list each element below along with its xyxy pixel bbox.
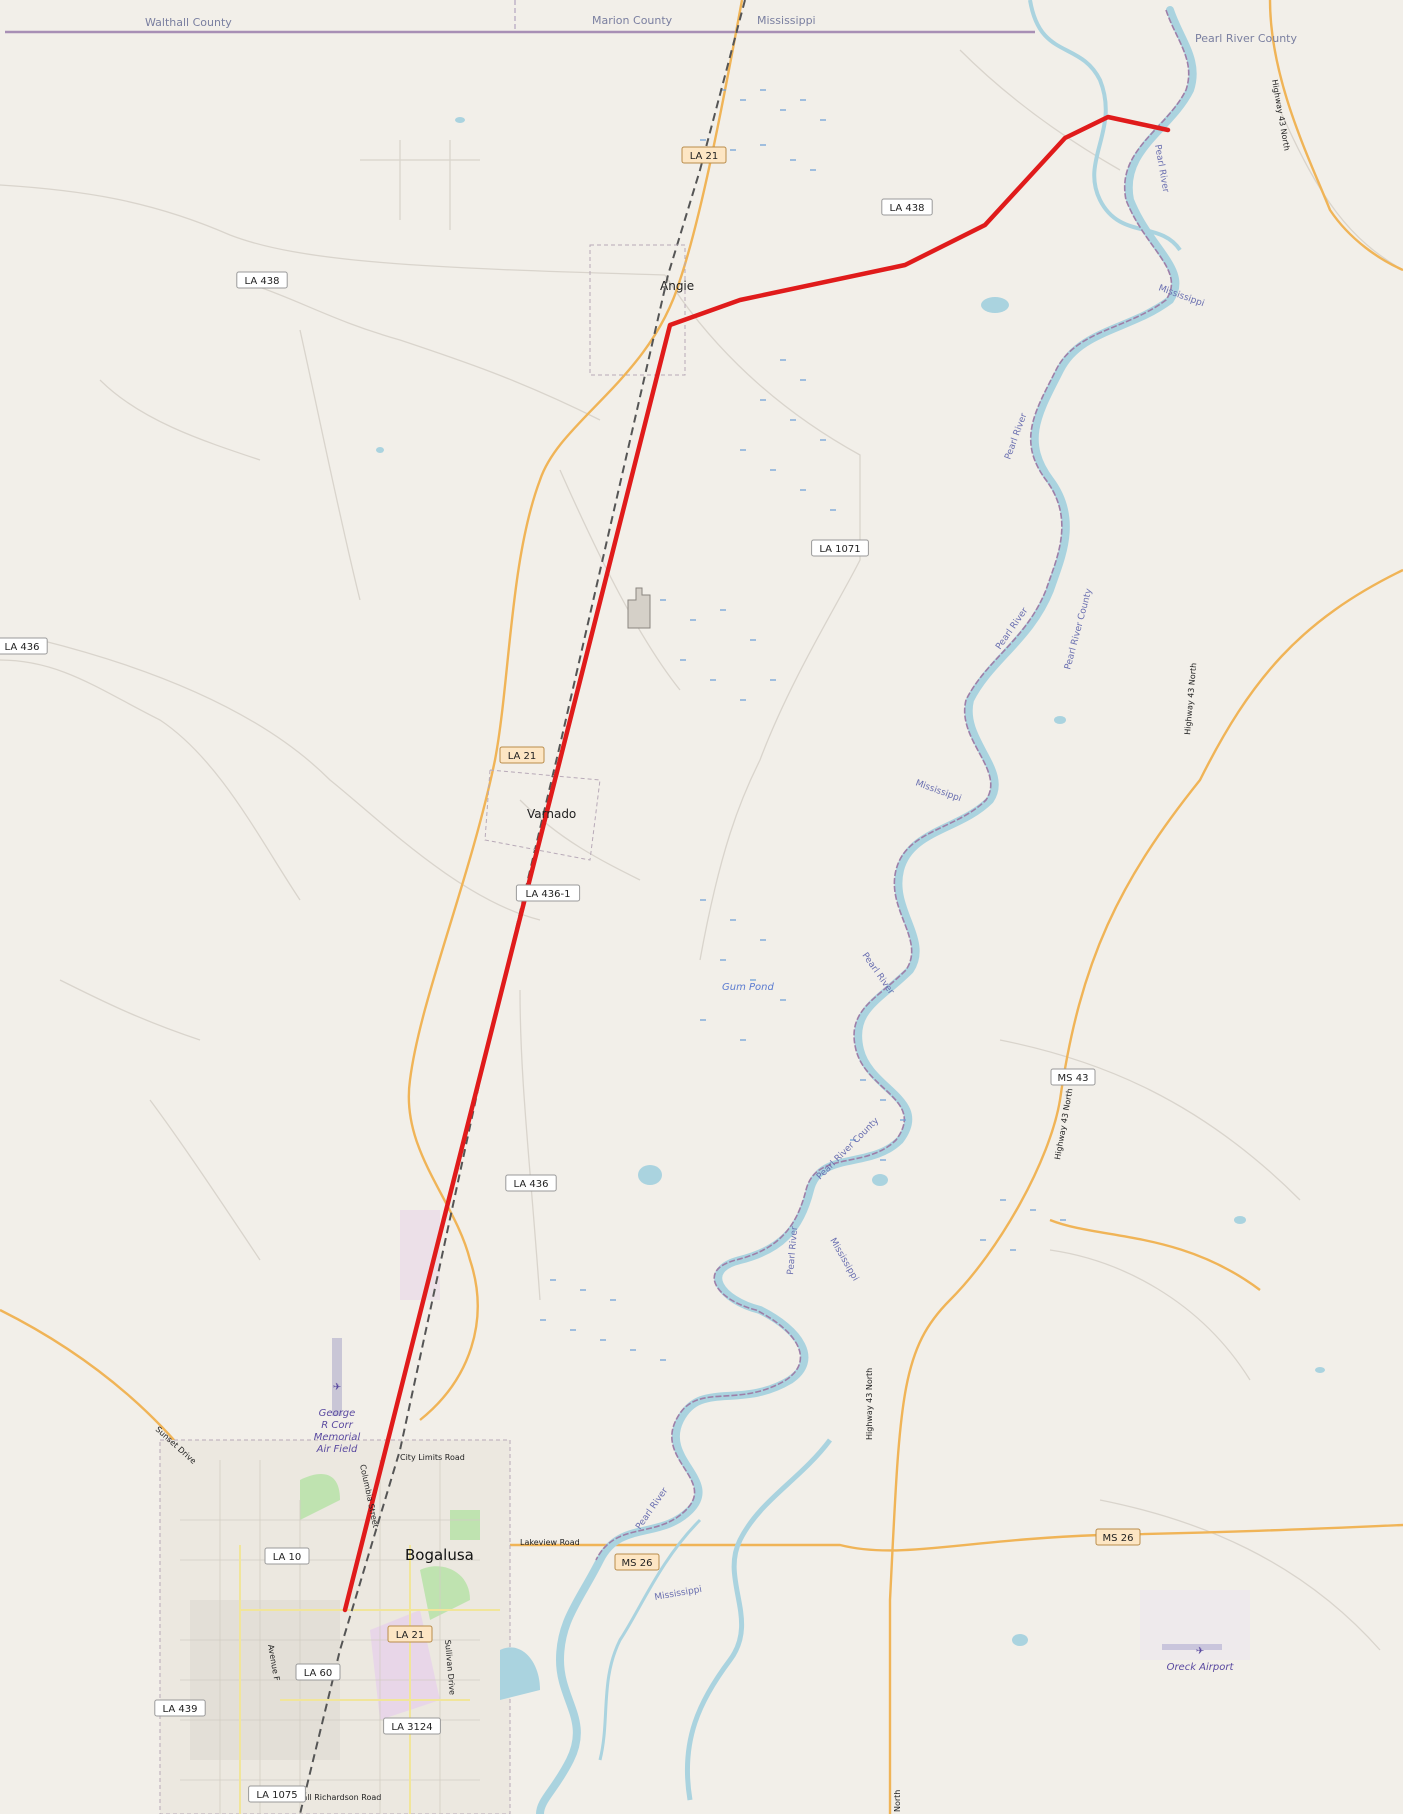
route-shield-label: LA 436-1: [526, 889, 571, 900]
svg-text:R Corr: R Corr: [321, 1420, 353, 1431]
airport-label-oreck: ✈ Oreck Airport: [1167, 1646, 1235, 1673]
place-label-varnado: Varnado: [527, 807, 576, 821]
route-shield-label: LA 438: [245, 276, 280, 287]
road-label-marshall-richardson: Marshall Richardson Road: [278, 1793, 381, 1802]
route-shield-label: MS 26: [1103, 1533, 1134, 1544]
route-shield-box: [499, 746, 545, 764]
route-shield-label: LA 3124: [391, 1722, 432, 1733]
route-shield: LA 439: [154, 1699, 206, 1717]
route-shield-box: [505, 1174, 557, 1192]
route-shield-box: [681, 146, 727, 164]
route-shield-label: LA 436: [5, 642, 40, 653]
airport-label-george-r-corr: ✈ George R Corr Memorial Air Field: [314, 1382, 361, 1455]
route-shield-box: [264, 1547, 310, 1565]
county-label-walthall: Walthall County: [145, 16, 232, 29]
route-shield-box: [295, 1663, 341, 1681]
route-shield-label: LA 436: [514, 1179, 549, 1190]
ponds: [376, 117, 1325, 1646]
building-icon: [627, 587, 651, 629]
county-label-marion: Marion County: [592, 14, 673, 27]
route-shield-box: [811, 539, 869, 557]
route-shield-box: [0, 637, 48, 655]
route-shield-label: LA 60: [304, 1668, 333, 1679]
route-shield: LA 438: [881, 198, 933, 216]
road-label-lakeview: Lakeview Road: [520, 1538, 580, 1547]
route-shield-box: [1050, 1068, 1096, 1086]
route-shield-label: MS 43: [1058, 1073, 1089, 1084]
route-shield: LA 10: [264, 1547, 310, 1565]
county-label-pearl-river: Pearl River County: [1195, 32, 1297, 45]
route-shield-box: [881, 198, 933, 216]
route-shield-label: LA 21: [508, 751, 537, 762]
route-shield-box: [383, 1717, 441, 1735]
wetland-marks: [540, 89, 1066, 1361]
route-shield: LA 436: [0, 637, 48, 655]
route-shield: LA 438: [236, 271, 288, 289]
river-channel: [598, 1518, 702, 1761]
route-shield: MS 26: [614, 1553, 660, 1571]
route-shield-label: LA 1071: [819, 544, 860, 555]
route-shield-label: MS 26: [622, 1558, 653, 1569]
la-21-road: [407, 0, 744, 1421]
place-label-angie: Angie: [660, 279, 694, 293]
river-state-boundary: [595, 9, 1190, 1561]
route-shields: LA 21 LA 438 LA 438 LA 436 LA 1071 LA 21 LA 43…: [0, 146, 1141, 1803]
highlighted-route: [342, 114, 1171, 1613]
bogalusa-urban-area: [159, 1439, 540, 1814]
svg-text:Air Field: Air Field: [316, 1444, 358, 1455]
river-channel: [1028, 0, 1182, 252]
river-channel: [684, 1438, 832, 1801]
route-shield-label: LA 1075: [256, 1790, 297, 1801]
route-shield: LA 436: [505, 1174, 557, 1192]
road-label-city-limits: City Limits Road: [400, 1453, 465, 1462]
route-shield-label: LA 439: [163, 1704, 198, 1715]
route-shield-label: LA 21: [690, 151, 719, 162]
route-shield-box: [1095, 1528, 1141, 1546]
route-shield: LA 1071: [811, 539, 869, 557]
route-shield-label: LA 21: [396, 1630, 425, 1641]
svg-text:Memorial: Memorial: [314, 1432, 361, 1443]
route-shield-box: [248, 1785, 306, 1803]
route-shield-box: [515, 884, 581, 902]
route-shield: LA 436-1: [515, 884, 581, 902]
route-shield: MS 26: [1095, 1528, 1141, 1546]
water-label-gum-pond: Gum Pond: [722, 982, 774, 993]
pearl-river: [536, 6, 1197, 1814]
route-shield-label: LA 10: [273, 1552, 302, 1563]
state-label-mississippi: Mississippi: [757, 14, 816, 27]
route-shield-box: [387, 1625, 433, 1643]
airplane-icon: ✈: [1196, 1646, 1204, 1657]
route-shield: LA 21: [499, 746, 545, 764]
varnado-town-boundary: [484, 769, 601, 861]
angie-town-boundary: [589, 244, 686, 376]
route-shield: LA 1075: [248, 1785, 306, 1803]
route-shield-box: [236, 271, 288, 289]
highway-43-north-road: [1268, 0, 1403, 272]
route-shield: LA 21: [681, 146, 727, 164]
road-label-north: North: [893, 1790, 902, 1812]
river-label: Pearl River: [786, 1226, 800, 1276]
road-label-highway-43: Highway 43 North: [865, 1368, 874, 1440]
svg-text:George: George: [319, 1408, 356, 1419]
route-shield-label: LA 438: [890, 203, 925, 214]
route-shield-box: [614, 1553, 660, 1571]
route-shield: LA 60: [295, 1663, 341, 1681]
route-shield-box: [154, 1699, 206, 1717]
oreck-airport-area: [1140, 1590, 1250, 1660]
route-shield: LA 3124: [383, 1717, 441, 1735]
route-shield: LA 21: [387, 1625, 433, 1643]
svg-text:Oreck Airport: Oreck Airport: [1167, 1662, 1235, 1673]
place-label-bogalusa: Bogalusa: [405, 1546, 474, 1564]
ms-43-road: [888, 568, 1403, 1814]
route-shield: MS 43: [1050, 1068, 1096, 1086]
airplane-icon: ✈: [333, 1382, 341, 1393]
